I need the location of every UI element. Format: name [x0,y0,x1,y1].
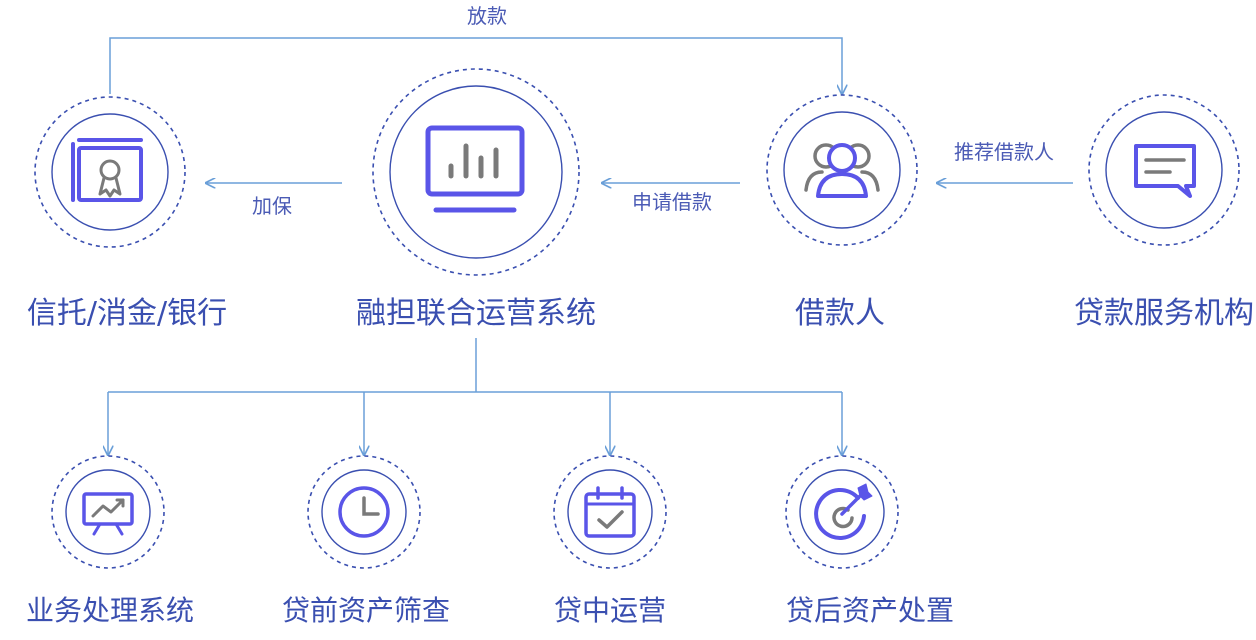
presentation-chart-icon [82,492,134,536]
node-post-loan-disposal [785,455,899,569]
node-pre-loan-screening [307,455,421,569]
dashed-ring [785,455,899,569]
node-joint-operation-system [372,68,580,276]
node-label-borrower: 借款人 [795,296,885,331]
edge-label-apply-loan: 申请借款 [632,190,712,214]
node-label-business-processing: 业务处理系统 [25,594,195,627]
node-label-loan-service-institution: 贷款服务机构 [1074,296,1254,331]
dashed-ring [51,455,165,569]
edge-label-recommend-borrower: 推荐借款人 [954,140,1054,164]
loan-release-arrow [109,37,842,94]
connector-lines [108,37,1073,455]
dashed-ring [1088,94,1240,246]
node-borrower [766,94,918,246]
message-icon [1134,144,1196,198]
node-label-joint-operation-system: 融担联合运营系统 [356,296,596,331]
users-icon [804,143,880,198]
certificate-icon [71,138,143,202]
monitor-chart-icon [425,125,525,213]
inner-ring [51,113,169,231]
node-business-processing [51,455,165,569]
inner-ring [567,469,653,555]
dashed-ring [307,455,421,569]
clock-icon [338,486,390,538]
node-label-post-loan-disposal: 贷后资产处置 [785,594,955,627]
edge-label-loan-release: 放款 [467,4,507,28]
node-trust-bank [34,96,186,248]
calendar-check-icon [584,486,636,538]
node-loan-service-institution [1088,94,1240,246]
inner-ring [389,85,563,259]
dashed-ring [766,94,918,246]
dashed-ring [553,455,667,569]
node-mid-loan-operation [553,455,667,569]
node-label-pre-loan-screening: 贷前资产筛查 [281,594,451,627]
edge-label-guarantee: 加保 [252,194,292,218]
dashed-ring [34,96,186,248]
inner-ring [65,469,151,555]
target-icon [814,483,873,540]
node-label-trust-bank: 信托/消金/银行 [26,296,228,331]
dashed-ring [372,68,580,276]
inner-ring [1105,111,1223,229]
node-label-mid-loan-operation: 贷中运营 [553,594,667,627]
